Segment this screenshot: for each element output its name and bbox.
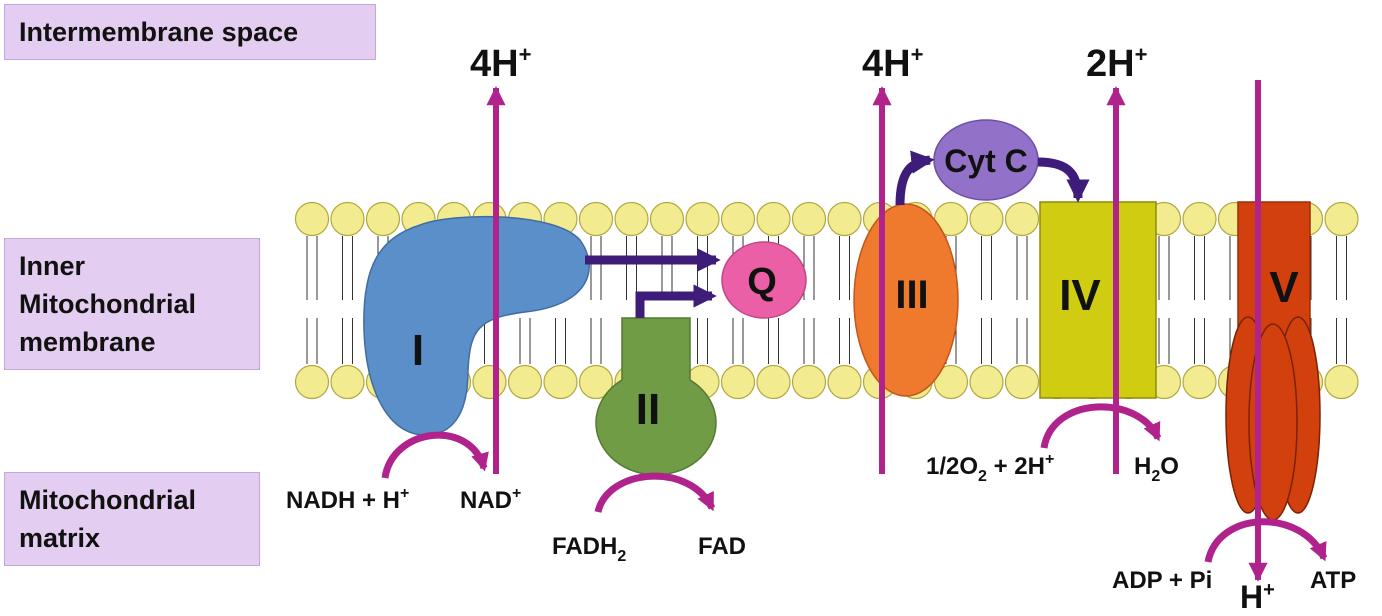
lipid-head xyxy=(827,201,862,237)
reaction-label-fadh2: FADH2 xyxy=(552,533,626,565)
lipid-head xyxy=(365,201,401,237)
lipid-head xyxy=(578,201,614,237)
reaction-arrow-complex-v xyxy=(1204,518,1328,563)
inner-membrane-line-3: membrane xyxy=(19,327,156,357)
lipid-head xyxy=(1324,201,1359,237)
lipid-head xyxy=(685,201,720,237)
complex-ii-label: II xyxy=(636,385,660,434)
reaction-label-oxygen: 1/2O2 + 2H+ xyxy=(926,451,1054,485)
reaction-label-nad: NAD+ xyxy=(460,485,521,514)
complex-iv-label: IV xyxy=(1059,271,1101,320)
reaction-arrow-complex-i xyxy=(381,431,489,479)
lipid-head xyxy=(294,364,330,400)
cytochrome-c-label: Cyt C xyxy=(944,143,1028,179)
lipid-head xyxy=(507,364,543,400)
lipid-head xyxy=(756,364,791,400)
electron-arrow-cytc-to-iv xyxy=(1037,157,1090,203)
reaction-label-water: H2O xyxy=(1134,453,1179,485)
lipid-head xyxy=(827,364,862,400)
lipid-head xyxy=(543,364,578,400)
lipid-head xyxy=(330,364,365,400)
lipid-head xyxy=(330,201,365,237)
reaction-arrow-complex-ii xyxy=(594,472,716,514)
lipid-head xyxy=(472,364,507,400)
inner-membrane-line-2: Mitochondrial xyxy=(19,289,196,319)
electron-arrow-ii-to-q xyxy=(635,284,717,318)
lipid-head xyxy=(1324,364,1359,400)
reaction-arrows xyxy=(381,403,1328,563)
proton-label-complex-i: 4H+ xyxy=(470,42,531,85)
lipid-head xyxy=(1182,364,1217,400)
matrix-line-1: Mitochondrial xyxy=(19,485,196,515)
lipid-head xyxy=(791,201,827,237)
complex-i-label: I xyxy=(412,326,424,375)
reaction-label-fad: FAD xyxy=(698,533,746,560)
lipid-head xyxy=(791,364,827,400)
lipid-head xyxy=(969,364,1004,400)
lipid-head xyxy=(933,364,969,400)
reaction-arrow-complex-iv xyxy=(1040,403,1162,449)
lipid-head xyxy=(649,201,685,237)
lipid-head xyxy=(720,364,756,400)
complex-v-shape xyxy=(1225,201,1321,521)
intermembrane-space-label: Intermembrane space xyxy=(4,4,376,60)
lipid-head xyxy=(578,364,614,400)
proton-label-complex-v: H+ xyxy=(1240,579,1275,615)
electron-arrow-iii-to-cytc xyxy=(895,150,935,206)
lipid-head xyxy=(720,201,756,237)
ubiquinone-label: Q xyxy=(747,261,777,303)
reaction-label-atp: ATP xyxy=(1310,567,1356,594)
lipid-head xyxy=(969,201,1004,237)
inner-membrane-line-1: Inner xyxy=(19,251,86,281)
complex-v-label: V xyxy=(1269,263,1299,312)
matrix-line-2: matrix xyxy=(19,523,101,553)
proton-label-complex-iv: 2H+ xyxy=(1086,42,1147,85)
electron-transfer-arrows xyxy=(585,150,1090,318)
inner-membrane-label: Inner Mitochondrial membrane xyxy=(4,238,260,370)
lipid-head xyxy=(614,201,649,237)
reaction-label-nadh: NADH + H+ xyxy=(286,485,409,514)
proton-label-complex-iii: 4H+ xyxy=(862,42,923,85)
complex-i-shape xyxy=(363,215,590,436)
ubiquinone-q xyxy=(721,241,807,319)
lipid-head xyxy=(1004,201,1040,237)
lipid-head xyxy=(756,201,791,237)
lipid-head xyxy=(294,201,330,237)
complex-iv-shape xyxy=(1039,201,1157,399)
reaction-label-adp: ADP + Pi xyxy=(1112,567,1212,594)
lipid-head xyxy=(1004,364,1040,400)
complex-iii-label: III xyxy=(895,273,928,317)
lipid-head xyxy=(1182,201,1217,237)
intermembrane-space-text: Intermembrane space xyxy=(19,17,299,47)
matrix-label: Mitochondrial matrix xyxy=(4,472,260,566)
